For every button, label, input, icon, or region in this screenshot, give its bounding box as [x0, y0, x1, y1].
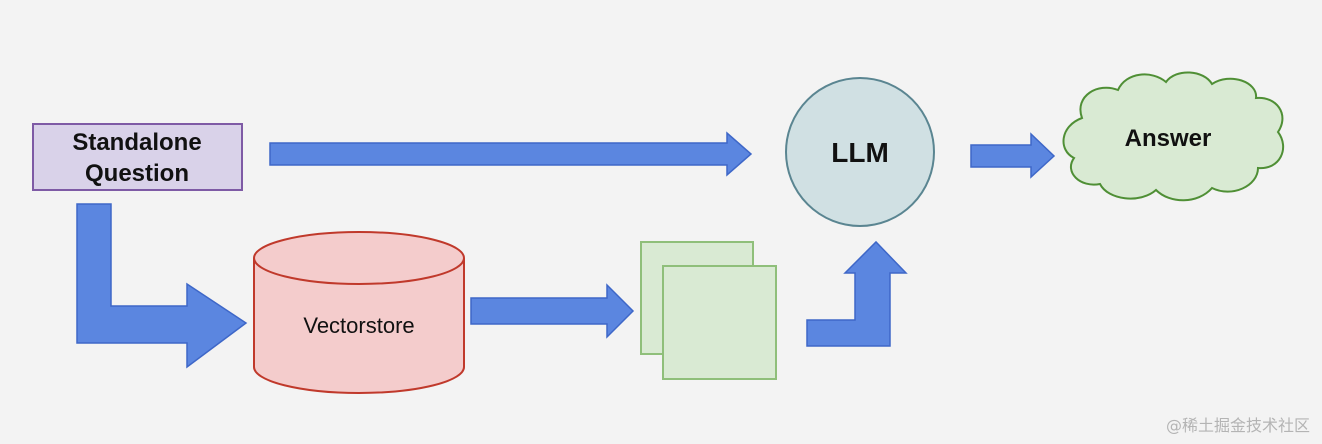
- arrow-question-to-vectorstore: [76, 203, 248, 369]
- llm-node: LLM: [785, 77, 935, 227]
- answer-label: Answer: [1125, 125, 1212, 152]
- standalone-question-line2: Question: [85, 160, 189, 187]
- standalone-question-node: Standalone Question: [32, 123, 243, 191]
- vectorstore-cylinder-top: [253, 231, 465, 285]
- arrow-question-to-llm: [269, 131, 753, 177]
- arrow-vectorstore-to-documents: [470, 283, 635, 339]
- standalone-question-line1: Standalone: [72, 129, 201, 156]
- vectorstore-node: Vectorstore: [253, 231, 465, 394]
- arrow-documents-to-llm: [806, 240, 908, 347]
- llm-circle: [785, 77, 935, 227]
- answer-cloud: [1062, 71, 1285, 202]
- document-front: [662, 265, 777, 380]
- vectorstore-label: Vectorstore: [303, 313, 414, 338]
- watermark-text: @稀土掘金技术社区: [1165, 416, 1310, 435]
- vectorstore-cylinder-body: [253, 258, 465, 394]
- llm-label: LLM: [831, 137, 889, 168]
- arrow-llm-to-answer: [970, 132, 1056, 179]
- answer-node: Answer: [1062, 71, 1285, 202]
- standalone-question-box: [32, 123, 243, 191]
- retrieved-documents-node: [640, 241, 777, 380]
